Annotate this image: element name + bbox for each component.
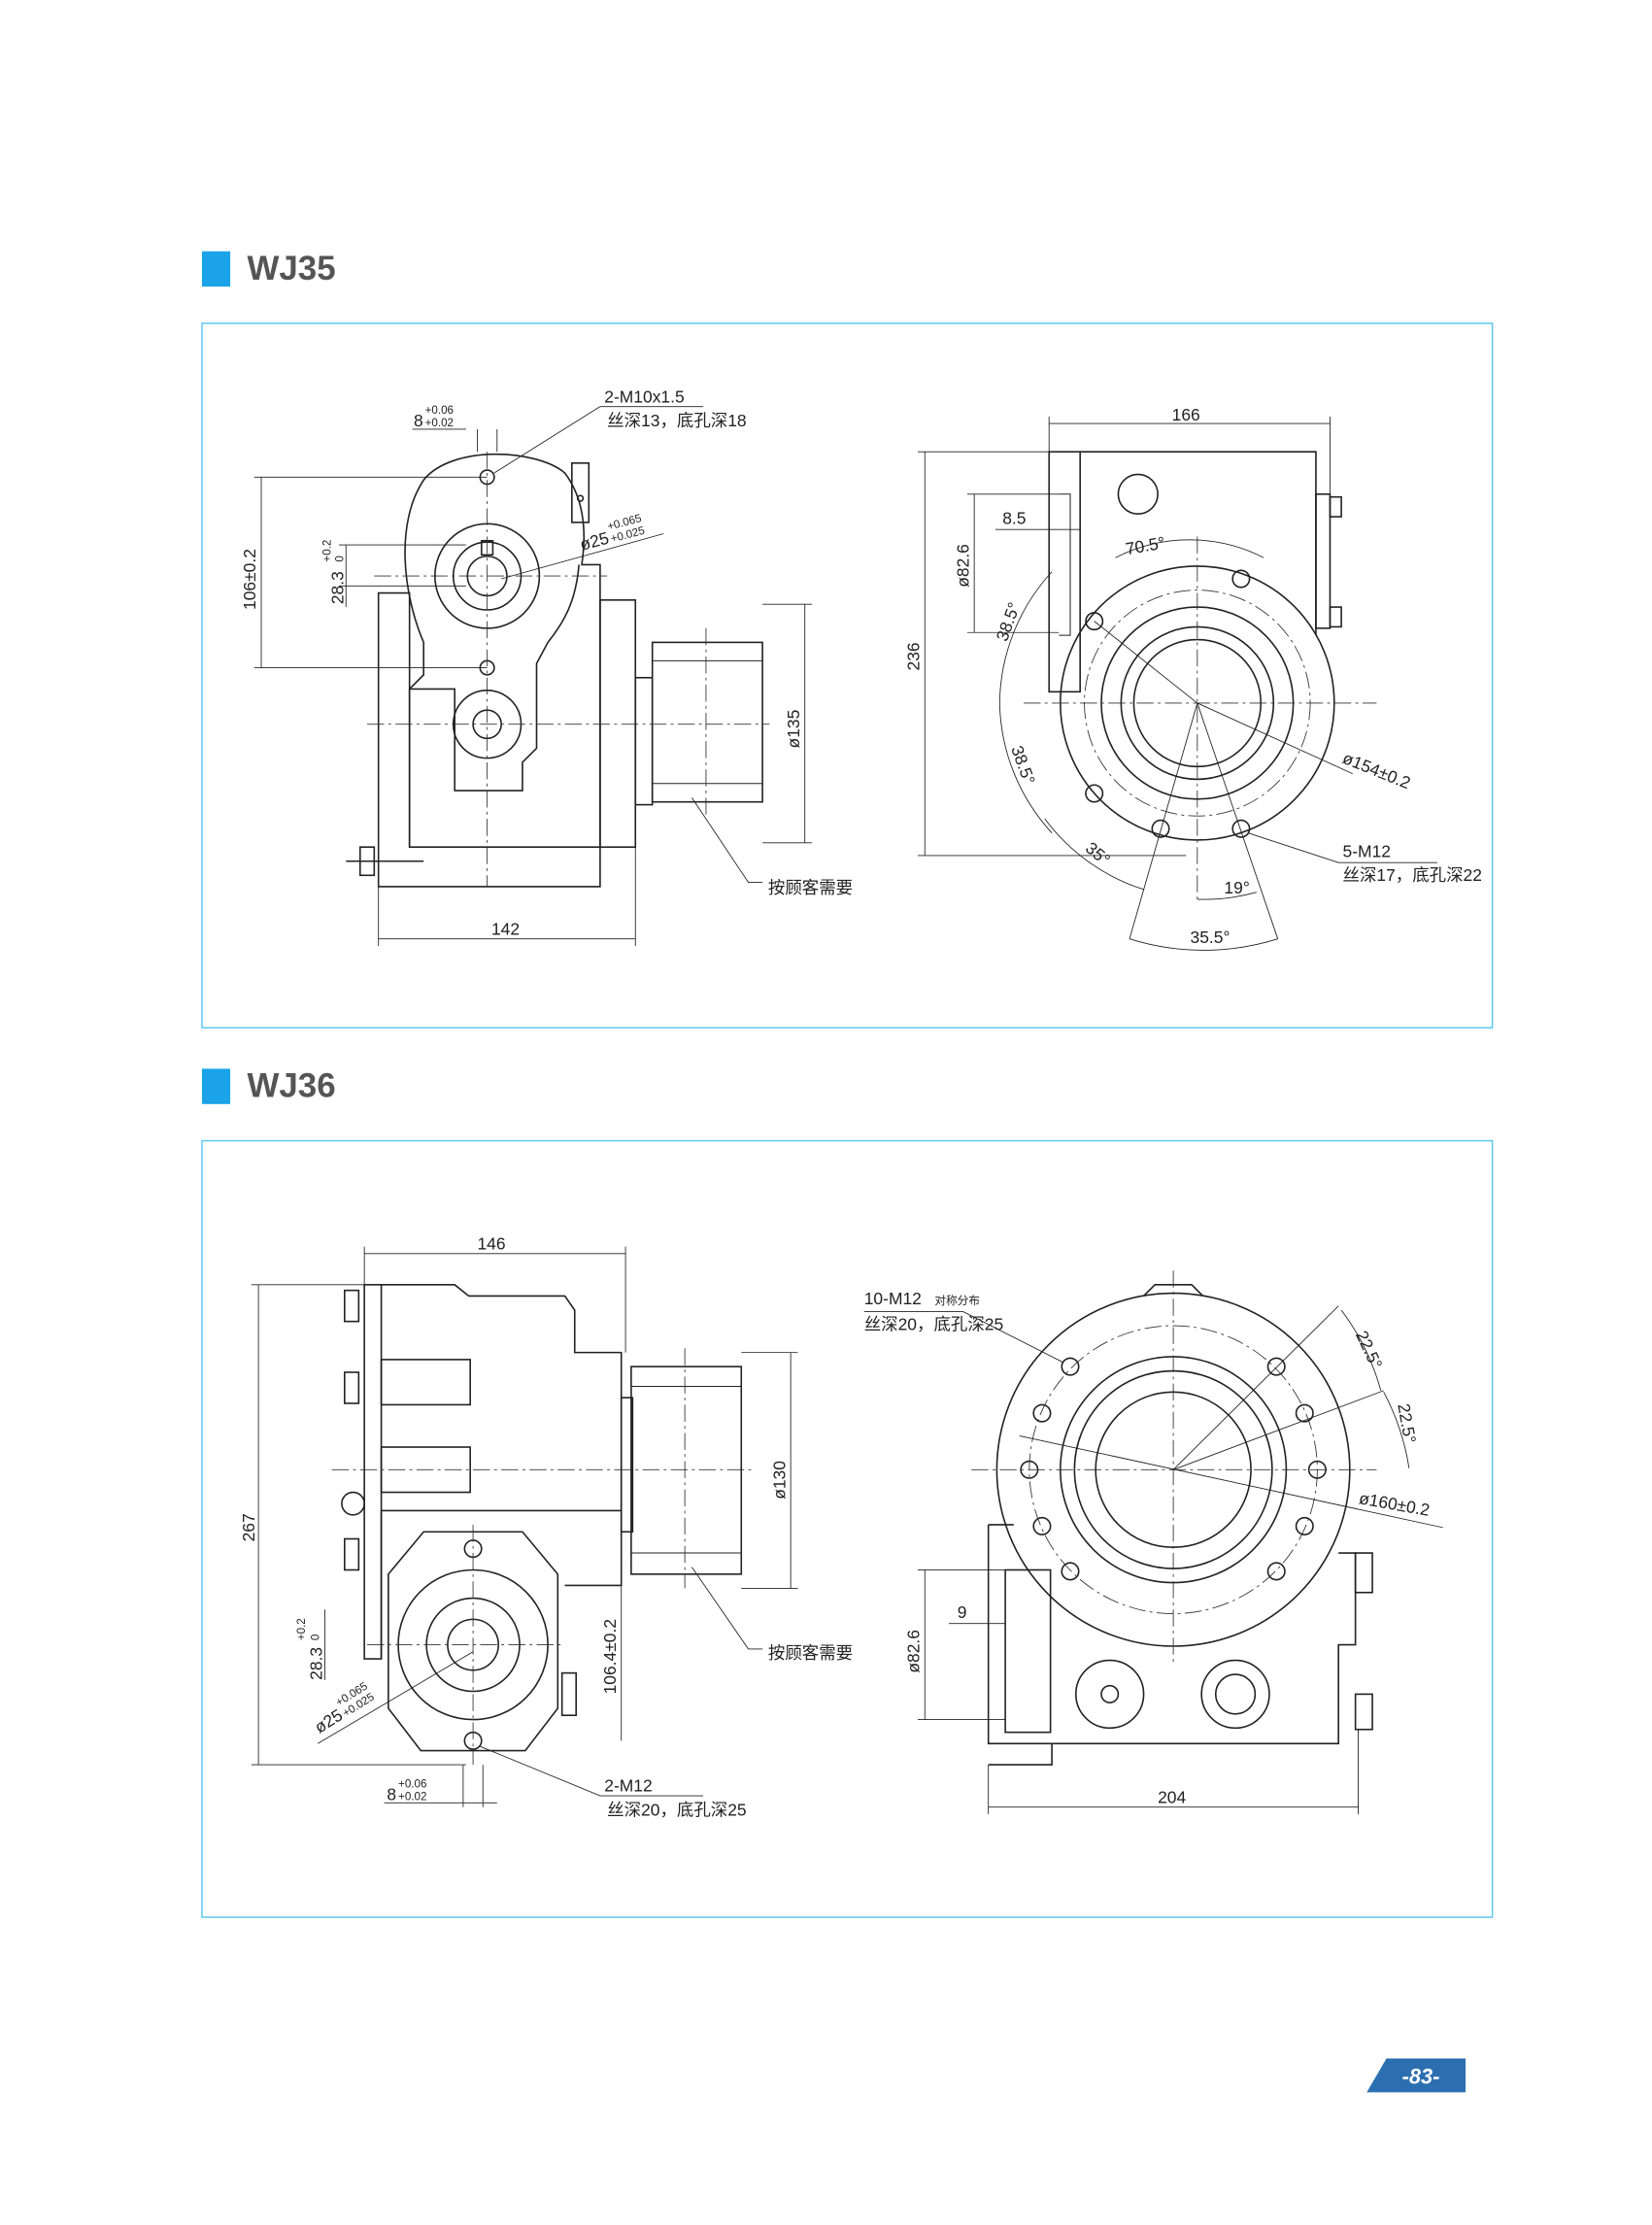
dim-pcd: ø160±0.2	[1358, 1488, 1432, 1519]
dim-center-distance: 106.4±0.2	[600, 1619, 620, 1694]
hole-callout: 5-M12	[1343, 841, 1391, 860]
dim-bore: ø25	[578, 528, 611, 555]
section-marker	[201, 251, 231, 287]
customer-note: 按顾客需要	[768, 1643, 853, 1663]
angle-1: 22.5°	[1352, 1328, 1386, 1372]
dim-key-height-upper: +0.2	[320, 540, 333, 562]
dim-width: 146	[477, 1234, 505, 1254]
thread-depth: 丝深13，底孔深18	[607, 411, 746, 430]
thread-depth: 丝深20，底孔深25	[607, 1800, 746, 1819]
thread-callout: 2-M10x1.5	[604, 387, 684, 406]
dim-side-height: 236	[903, 642, 923, 670]
dim-spigot: ø82.6	[903, 1630, 923, 1673]
section-title-wj36: WJ36	[247, 1067, 335, 1105]
hole-depth: 丝深17，底孔深22	[1343, 865, 1482, 885]
hole-callout: 10-M12	[864, 1289, 922, 1308]
wj36-bolts	[341, 1289, 365, 1571]
dim-key-height-lower: 0	[310, 1635, 322, 1640]
dim-key-tol-lower: +0.02	[398, 1790, 426, 1803]
page-number-badge: -83-	[1366, 2058, 1467, 2093]
dim-height: 267	[239, 1513, 258, 1541]
hole-depth: 丝深20，底孔深25	[864, 1314, 1003, 1333]
wj35-front-view: 142 106±0.2 28.3 +0.2 0 ø135 8 +0.06 +0.…	[240, 387, 853, 946]
dim-spigot: ø82.6	[953, 544, 972, 588]
angle-bottom-left: 35°	[1082, 838, 1114, 869]
dim-motor-diameter: ø130	[769, 1461, 789, 1500]
dim-key-tol-lower: +0.02	[425, 417, 454, 429]
angle-bottom: 19°	[1224, 878, 1249, 897]
wj36-front-view: 146 267 ø130 106.4±0.2 28.3 +0.2 0 ø25 +…	[239, 1234, 853, 1820]
dim-pcd: ø154±0.2	[1340, 748, 1414, 792]
dim-spigot-offset: 9	[958, 1602, 967, 1622]
angle-left-upper: 38.5°	[993, 599, 1025, 643]
angle-2: 22.5°	[1394, 1402, 1420, 1445]
dim-key-tol-upper: +0.06	[425, 404, 454, 417]
drawing-frame-wj36	[201, 1139, 1494, 1918]
dim-key-height: 28.3	[327, 571, 347, 604]
dim-key-width: 8	[387, 1784, 396, 1804]
page-number: -83-	[1402, 2065, 1440, 2089]
dim-side-width: 204	[1158, 1787, 1186, 1806]
dim-motor-diameter: ø135	[784, 710, 803, 749]
dim-center-distance: 106±0.2	[240, 549, 259, 610]
dim-key-width: 8	[414, 411, 423, 430]
dim-side-width: 166	[1172, 405, 1200, 424]
dim-width: 142	[491, 919, 520, 938]
wj35-side-view: 166 236 ø82.6 8.5 70.5° 38.5° 38.5° 35° …	[903, 405, 1482, 951]
wj36-side-view: 22.5° 22.5° ø160±0.2 10-M12 对称分布 丝深20，底孔…	[863, 1270, 1443, 1814]
thread-callout: 2-M12	[604, 1776, 652, 1796]
section-marker	[201, 1068, 231, 1104]
angle-top: 70.5°	[1124, 532, 1166, 558]
dim-key-height-upper: +0.2	[295, 1618, 308, 1640]
hole-note: 对称分布	[934, 1294, 979, 1307]
angle-span: 35.5°	[1191, 927, 1231, 947]
wj35-bolt-holes	[1085, 569, 1251, 838]
dim-spigot-offset: 8.5	[1002, 508, 1026, 527]
angle-left-lower: 38.5°	[1007, 743, 1039, 787]
customer-note: 按顾客需要	[768, 878, 853, 897]
dim-key-height-lower: 0	[333, 556, 346, 561]
drawing-frame-wj35	[201, 322, 1494, 1029]
section-title-wj35: WJ35	[247, 250, 335, 287]
dim-key-tol-upper: +0.06	[398, 1777, 426, 1790]
dim-key-height: 28.3	[307, 1647, 326, 1680]
